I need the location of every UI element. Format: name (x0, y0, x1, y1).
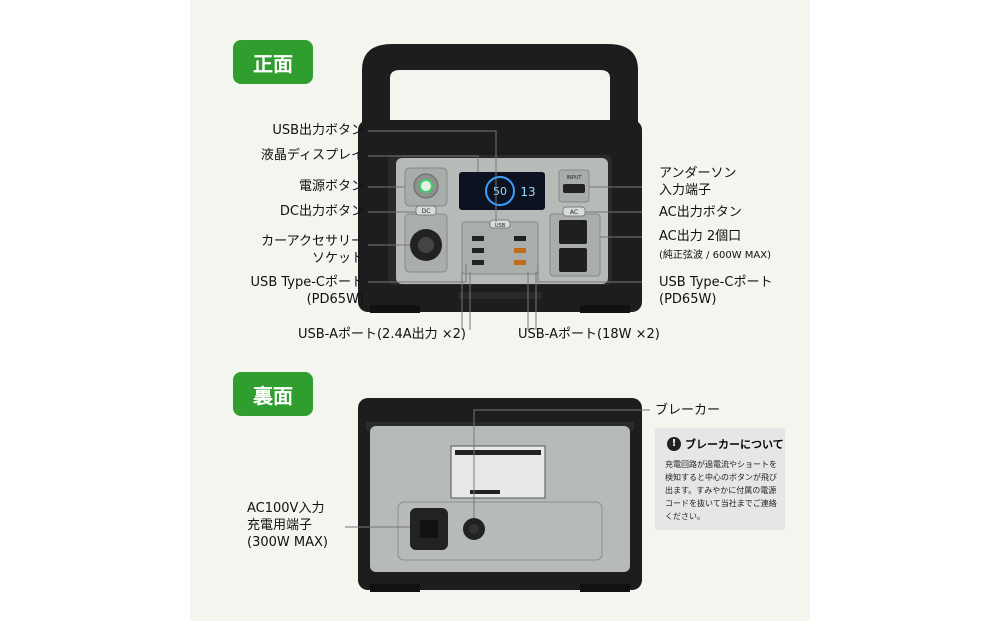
label-ac-in-2: 充電用端子 (247, 518, 313, 533)
label-ac-in-3: (300W MAX) (247, 535, 328, 550)
label-dc-button: DC出力ボタン (279, 204, 364, 219)
note-title-text: ブレーカーについて (685, 438, 784, 451)
svg-text:DC: DC (422, 208, 431, 215)
label-usb-button: USB出力ボタン (272, 123, 364, 138)
label-ac-in-1: AC100V入力 (247, 501, 325, 516)
label-power-button: 電源ボタン (298, 179, 364, 194)
svg-text:AC: AC (570, 209, 578, 216)
svg-text:INPUT: INPUT (567, 175, 583, 181)
label-lcd: 液晶ディスプレイ (260, 148, 364, 163)
label-ac-button: AC出力ボタン (659, 205, 742, 220)
label-ac-out-2: (純正弦波 / 600W MAX) (659, 250, 772, 261)
label-anderson-2: 入力端子 (659, 183, 712, 198)
label-car-socket-1: カーアクセサリー (261, 234, 364, 249)
handle (362, 44, 638, 125)
label-usbc-right-2: (PD65W) (659, 292, 717, 307)
back-badge: 裏面 (233, 372, 313, 416)
note-body: 充電回路が過電流やショートを検知すると中心のボタンが飛び出ます。すみやかに付属の… (665, 460, 777, 521)
label-car-socket-2: ソケット (311, 251, 364, 266)
note-title: ! ブレーカーについて (667, 436, 784, 452)
label-usbc-left-1: USB Type-Cポート (250, 275, 364, 290)
label-usba-left: USB-Aポート(2.4A出力 ×2) (298, 327, 466, 342)
warning-icon: ! (667, 437, 681, 451)
svg-text:13: 13 (520, 185, 535, 199)
label-ac-out-1: AC出力 2個口 (659, 229, 742, 244)
label-usba-right: USB-Aポート(18W ×2) (518, 327, 660, 342)
breaker-note: ! ブレーカーについて 充電回路が過電流やショートを検知すると中心のボタンが飛び出… (655, 428, 785, 530)
front-badge: 正面 (233, 40, 313, 84)
svg-text:50: 50 (493, 185, 507, 198)
label-usbc-right-1: USB Type-Cポート (659, 275, 773, 290)
power-icon (419, 179, 433, 193)
label-breaker: ブレーカー (655, 403, 721, 418)
svg-text:USB: USB (495, 223, 506, 229)
label-usbc-left-2: (PD65W) (306, 292, 364, 307)
lcd-screen (459, 172, 545, 210)
label-anderson-1: アンダーソン (659, 166, 737, 181)
